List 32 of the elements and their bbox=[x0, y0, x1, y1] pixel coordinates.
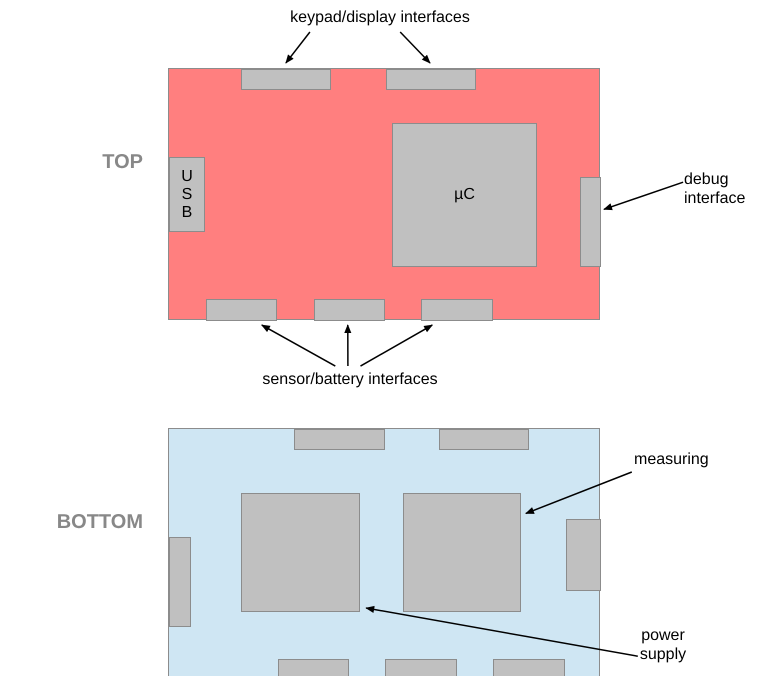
arrow bbox=[261, 324, 336, 367]
arrow bbox=[360, 324, 434, 367]
arrow bbox=[344, 324, 352, 366]
connector-pad bbox=[278, 659, 349, 676]
connector-pad bbox=[385, 659, 457, 676]
arrow bbox=[365, 606, 638, 657]
connector-pad bbox=[566, 519, 601, 591]
annotation-text: sensor/battery interfaces bbox=[245, 370, 455, 392]
connector-pad bbox=[439, 429, 529, 450]
arrow bbox=[525, 471, 632, 514]
microcontroller-chip: µC bbox=[392, 123, 537, 267]
arrow bbox=[603, 181, 684, 210]
connector-pad bbox=[241, 69, 331, 90]
arrow bbox=[400, 31, 431, 64]
annotation-text: debug interface bbox=[684, 170, 774, 212]
annotation-text: keypad/display interfaces bbox=[279, 8, 481, 30]
annotation-text: power supply bbox=[633, 626, 693, 668]
annotation-text: measuring bbox=[634, 450, 744, 472]
board-side-label: BOTTOM bbox=[56, 511, 143, 534]
connector-pad bbox=[314, 299, 385, 321]
connector-pad bbox=[206, 299, 277, 321]
connector-pad bbox=[294, 429, 385, 450]
connector-pad bbox=[493, 659, 565, 676]
usb-connector: U S B bbox=[169, 157, 205, 232]
connector-pad bbox=[403, 493, 521, 612]
connector-pad bbox=[386, 69, 476, 90]
connector-pad bbox=[580, 177, 601, 267]
arrow bbox=[285, 32, 310, 64]
connector-pad bbox=[421, 299, 493, 321]
connector-pad bbox=[169, 537, 191, 627]
connector-pad bbox=[241, 493, 360, 612]
board-side-label: TOP bbox=[102, 151, 143, 174]
